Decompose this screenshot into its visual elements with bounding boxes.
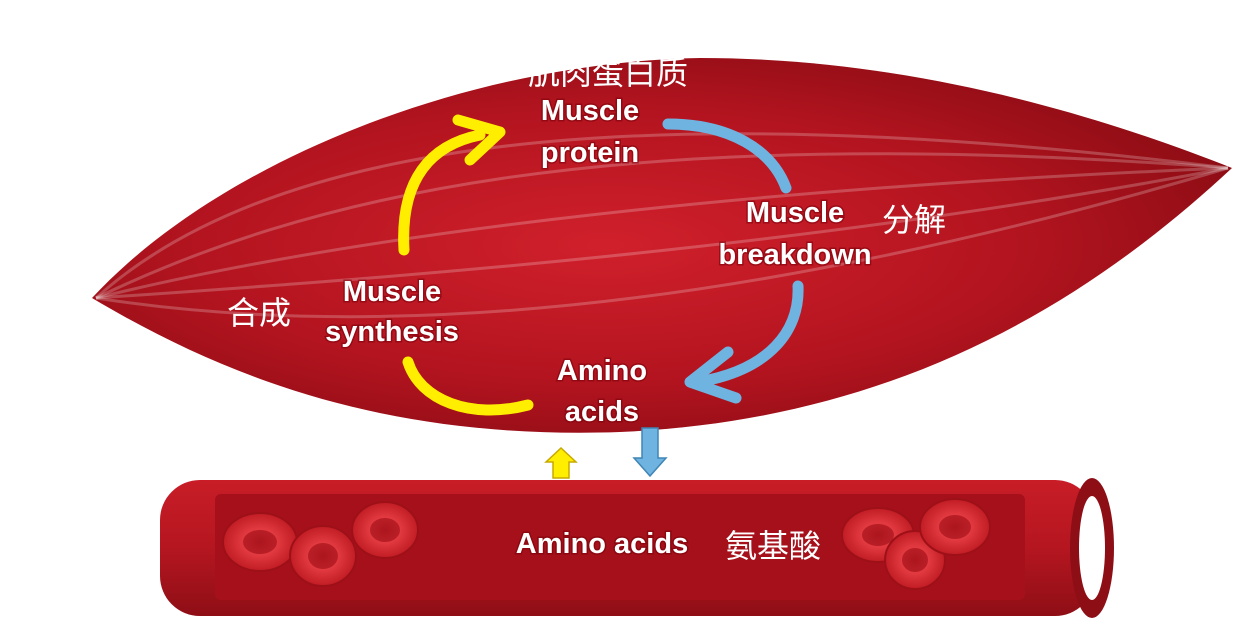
uptake-arrow bbox=[544, 446, 578, 479]
muscle-shape bbox=[92, 58, 1232, 433]
muscle-synthesis-zh-label: 合成 bbox=[227, 294, 291, 332]
muscle-protein-zh-label: 肌肉蛋白质 bbox=[528, 54, 688, 92]
synthesis-arrow-upper bbox=[398, 129, 486, 256]
amino-acids-muscle-label-line1: Amino bbox=[557, 355, 647, 387]
breakdown-arrowhead bbox=[684, 346, 742, 404]
synthesis-arrowhead bbox=[452, 114, 506, 166]
muscle-protein-label-line1: Muscle bbox=[541, 95, 639, 127]
muscle-synthesis-label-line2: synthesis bbox=[325, 316, 459, 348]
red-blood-cell bbox=[351, 501, 419, 559]
synthesis-arrow-lower bbox=[402, 356, 534, 416]
muscle-protein-label-line2: protein bbox=[541, 137, 639, 169]
amino-acids-blood-label: Amino acids bbox=[516, 528, 688, 560]
red-blood-cell bbox=[289, 525, 357, 587]
release-arrow bbox=[632, 427, 668, 478]
amino-acids-blood-zh-label: 氨基酸 bbox=[725, 527, 821, 565]
red-blood-cell bbox=[222, 512, 298, 572]
breakdown-arrow-lower bbox=[692, 280, 804, 388]
muscle-breakdown-label-line2: breakdown bbox=[718, 239, 871, 271]
muscle-breakdown-label-line1: Muscle bbox=[746, 197, 844, 229]
muscle-breakdown-zh-label: 分解 bbox=[882, 201, 946, 239]
breakdown-arrow-upper bbox=[662, 118, 792, 194]
red-blood-cells bbox=[222, 498, 991, 590]
red-blood-cell bbox=[919, 498, 991, 556]
muscle-synthesis-label-line1: Muscle bbox=[343, 276, 441, 308]
amino-acids-muscle-label-line2: acids bbox=[565, 396, 639, 428]
